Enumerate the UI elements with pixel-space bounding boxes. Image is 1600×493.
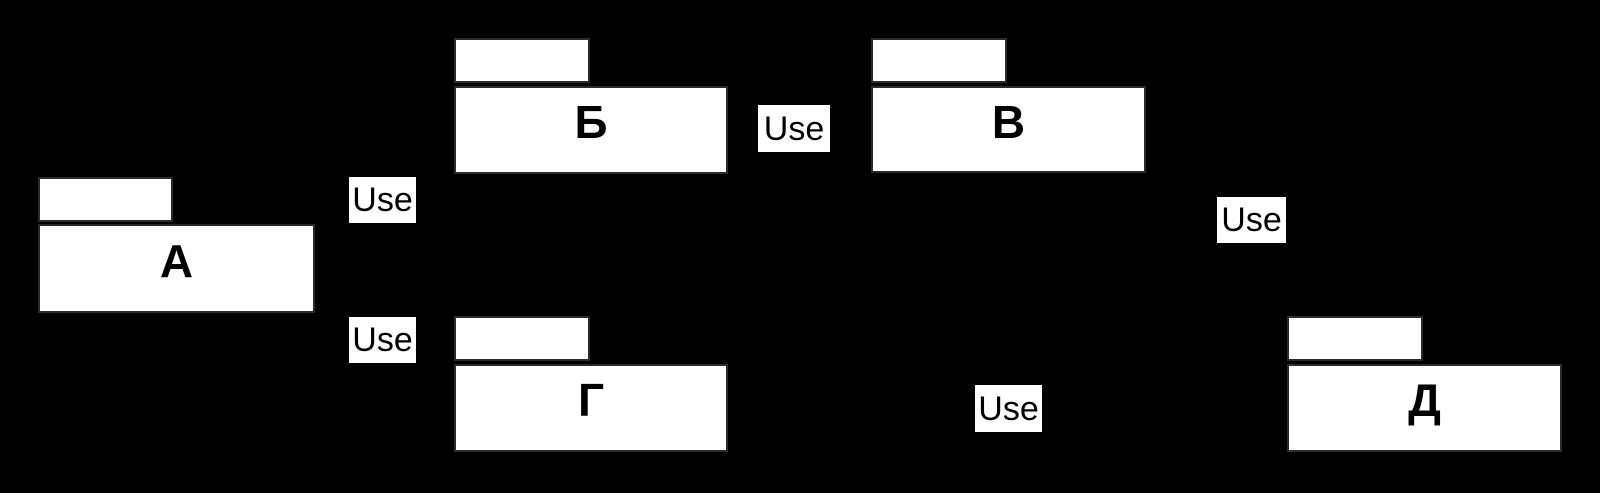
package-b-label: Б (574, 96, 608, 148)
package-d-body: Д (1287, 364, 1562, 452)
package-g-body: Г (454, 364, 728, 452)
package-d[interactable]: Д (1287, 316, 1562, 452)
use-label-a-b: Use (349, 177, 416, 223)
package-v-tab (871, 38, 1007, 83)
package-b-tab (454, 38, 590, 83)
package-g-tab (454, 316, 590, 361)
use-label-v-d: Use (1217, 197, 1286, 243)
package-v-label: В (991, 95, 1026, 148)
package-a-body: А (38, 224, 315, 313)
package-b-body: Б (454, 86, 728, 174)
package-a[interactable]: А (38, 177, 315, 313)
package-a-tab (38, 177, 173, 222)
package-d-tab (1287, 316, 1423, 361)
package-g-label: Г (577, 374, 605, 426)
use-label-g-d: Use (975, 385, 1042, 432)
package-b[interactable]: Б (454, 38, 728, 174)
package-v-body: В (871, 86, 1146, 173)
package-g[interactable]: Г (454, 316, 728, 452)
use-label-a-g: Use (349, 317, 416, 363)
package-a-label: А (159, 234, 194, 287)
use-label-b-v: Use (758, 105, 830, 152)
package-v[interactable]: В (871, 38, 1146, 173)
package-d-label: Д (1408, 374, 1441, 426)
